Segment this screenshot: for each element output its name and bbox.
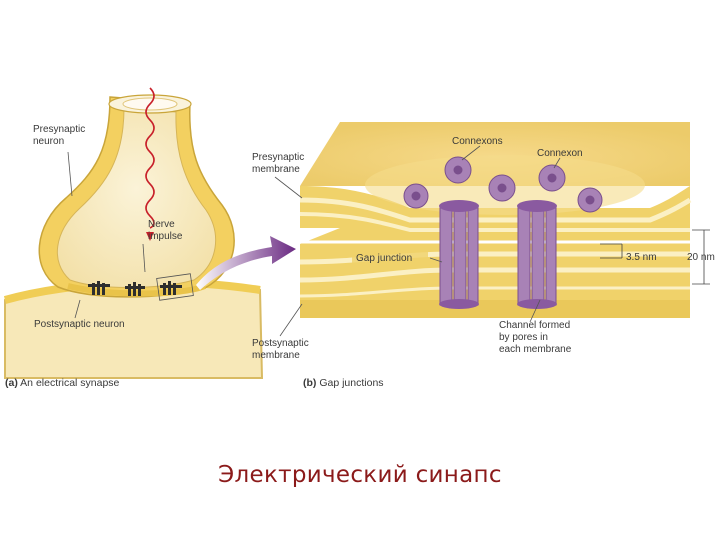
panel-a-electrical-synapse: Presynaptic neuron Nerve impulse Postsyn… [3,87,264,389]
label-presynaptic-neuron: Presynaptic neuron [33,124,88,147]
label-postsynaptic-neuron: Postsynaptic neuron [34,319,125,330]
slide-title: Электрический синапс [218,462,502,488]
label-connexons: Connexons [452,136,503,147]
nerve-impulse-line [145,87,155,229]
panel-b-gap-junctions: Connexons Connexon Presynaptic membrane … [252,122,715,389]
label-connexon: Connexon [537,148,583,159]
label-gap-width: 3.5 nm [626,252,657,263]
label-total-width: 20 nm [687,252,715,263]
zoom-arrow [196,236,296,290]
caption-a: (a) An electrical synapse [5,377,120,389]
junction-connexon-clusters [88,281,182,296]
postsynaptic-membrane-front [300,300,690,318]
zoom-box [156,273,194,301]
dimension-markers [600,229,710,285]
caption-b: (b) Gap junctions [303,377,384,389]
label-channel: Channel formed by pores in each membrane [499,320,573,355]
label-nerve-impulse: Nerve impulse [148,219,183,242]
impulse-arrowhead [146,232,154,241]
label-presynaptic-membrane: Presynaptic membrane [252,152,307,175]
label-gap-junction: Gap junction [356,253,412,264]
label-postsynaptic-membrane: Postsynaptic membrane [252,338,311,361]
connexon-rosettes [403,156,603,213]
